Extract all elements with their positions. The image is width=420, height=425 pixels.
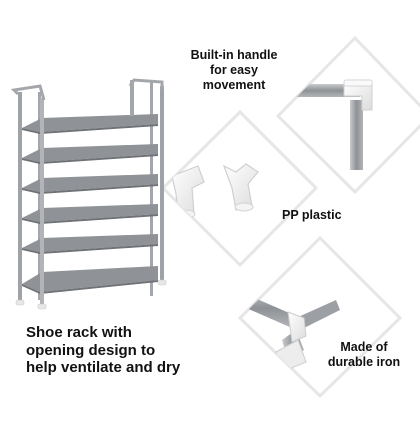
detail-diamond-top — [275, 35, 420, 195]
shelf — [22, 144, 158, 164]
shelf — [22, 266, 158, 294]
main-caption-line: help ventilate and dry — [26, 359, 181, 377]
main-caption: Shoe rack with opening design to help ve… — [26, 324, 180, 377]
iron-caption-line: Made of — [340, 340, 388, 354]
handle-caption-line: movement — [202, 78, 266, 92]
main-caption-line: Shoe rack with — [26, 324, 132, 341]
shelf — [22, 204, 158, 224]
main-caption-line: opening design to — [26, 341, 156, 359]
pp-plastic-caption: PP plastic — [282, 208, 342, 222]
handle-caption-line: Built-in handle — [190, 48, 278, 62]
shelf — [22, 114, 158, 134]
shelf — [22, 234, 158, 254]
shoe-rack — [10, 78, 167, 310]
iron-caption: Made of durable iron — [318, 340, 410, 370]
iron-caption-line: durable iron — [327, 355, 401, 369]
handle-caption: Built-in handle for easy movement — [178, 48, 290, 93]
handle-corner-detail — [278, 79, 373, 170]
handle-caption-line: for easy — [210, 63, 258, 77]
shelf — [22, 174, 158, 194]
